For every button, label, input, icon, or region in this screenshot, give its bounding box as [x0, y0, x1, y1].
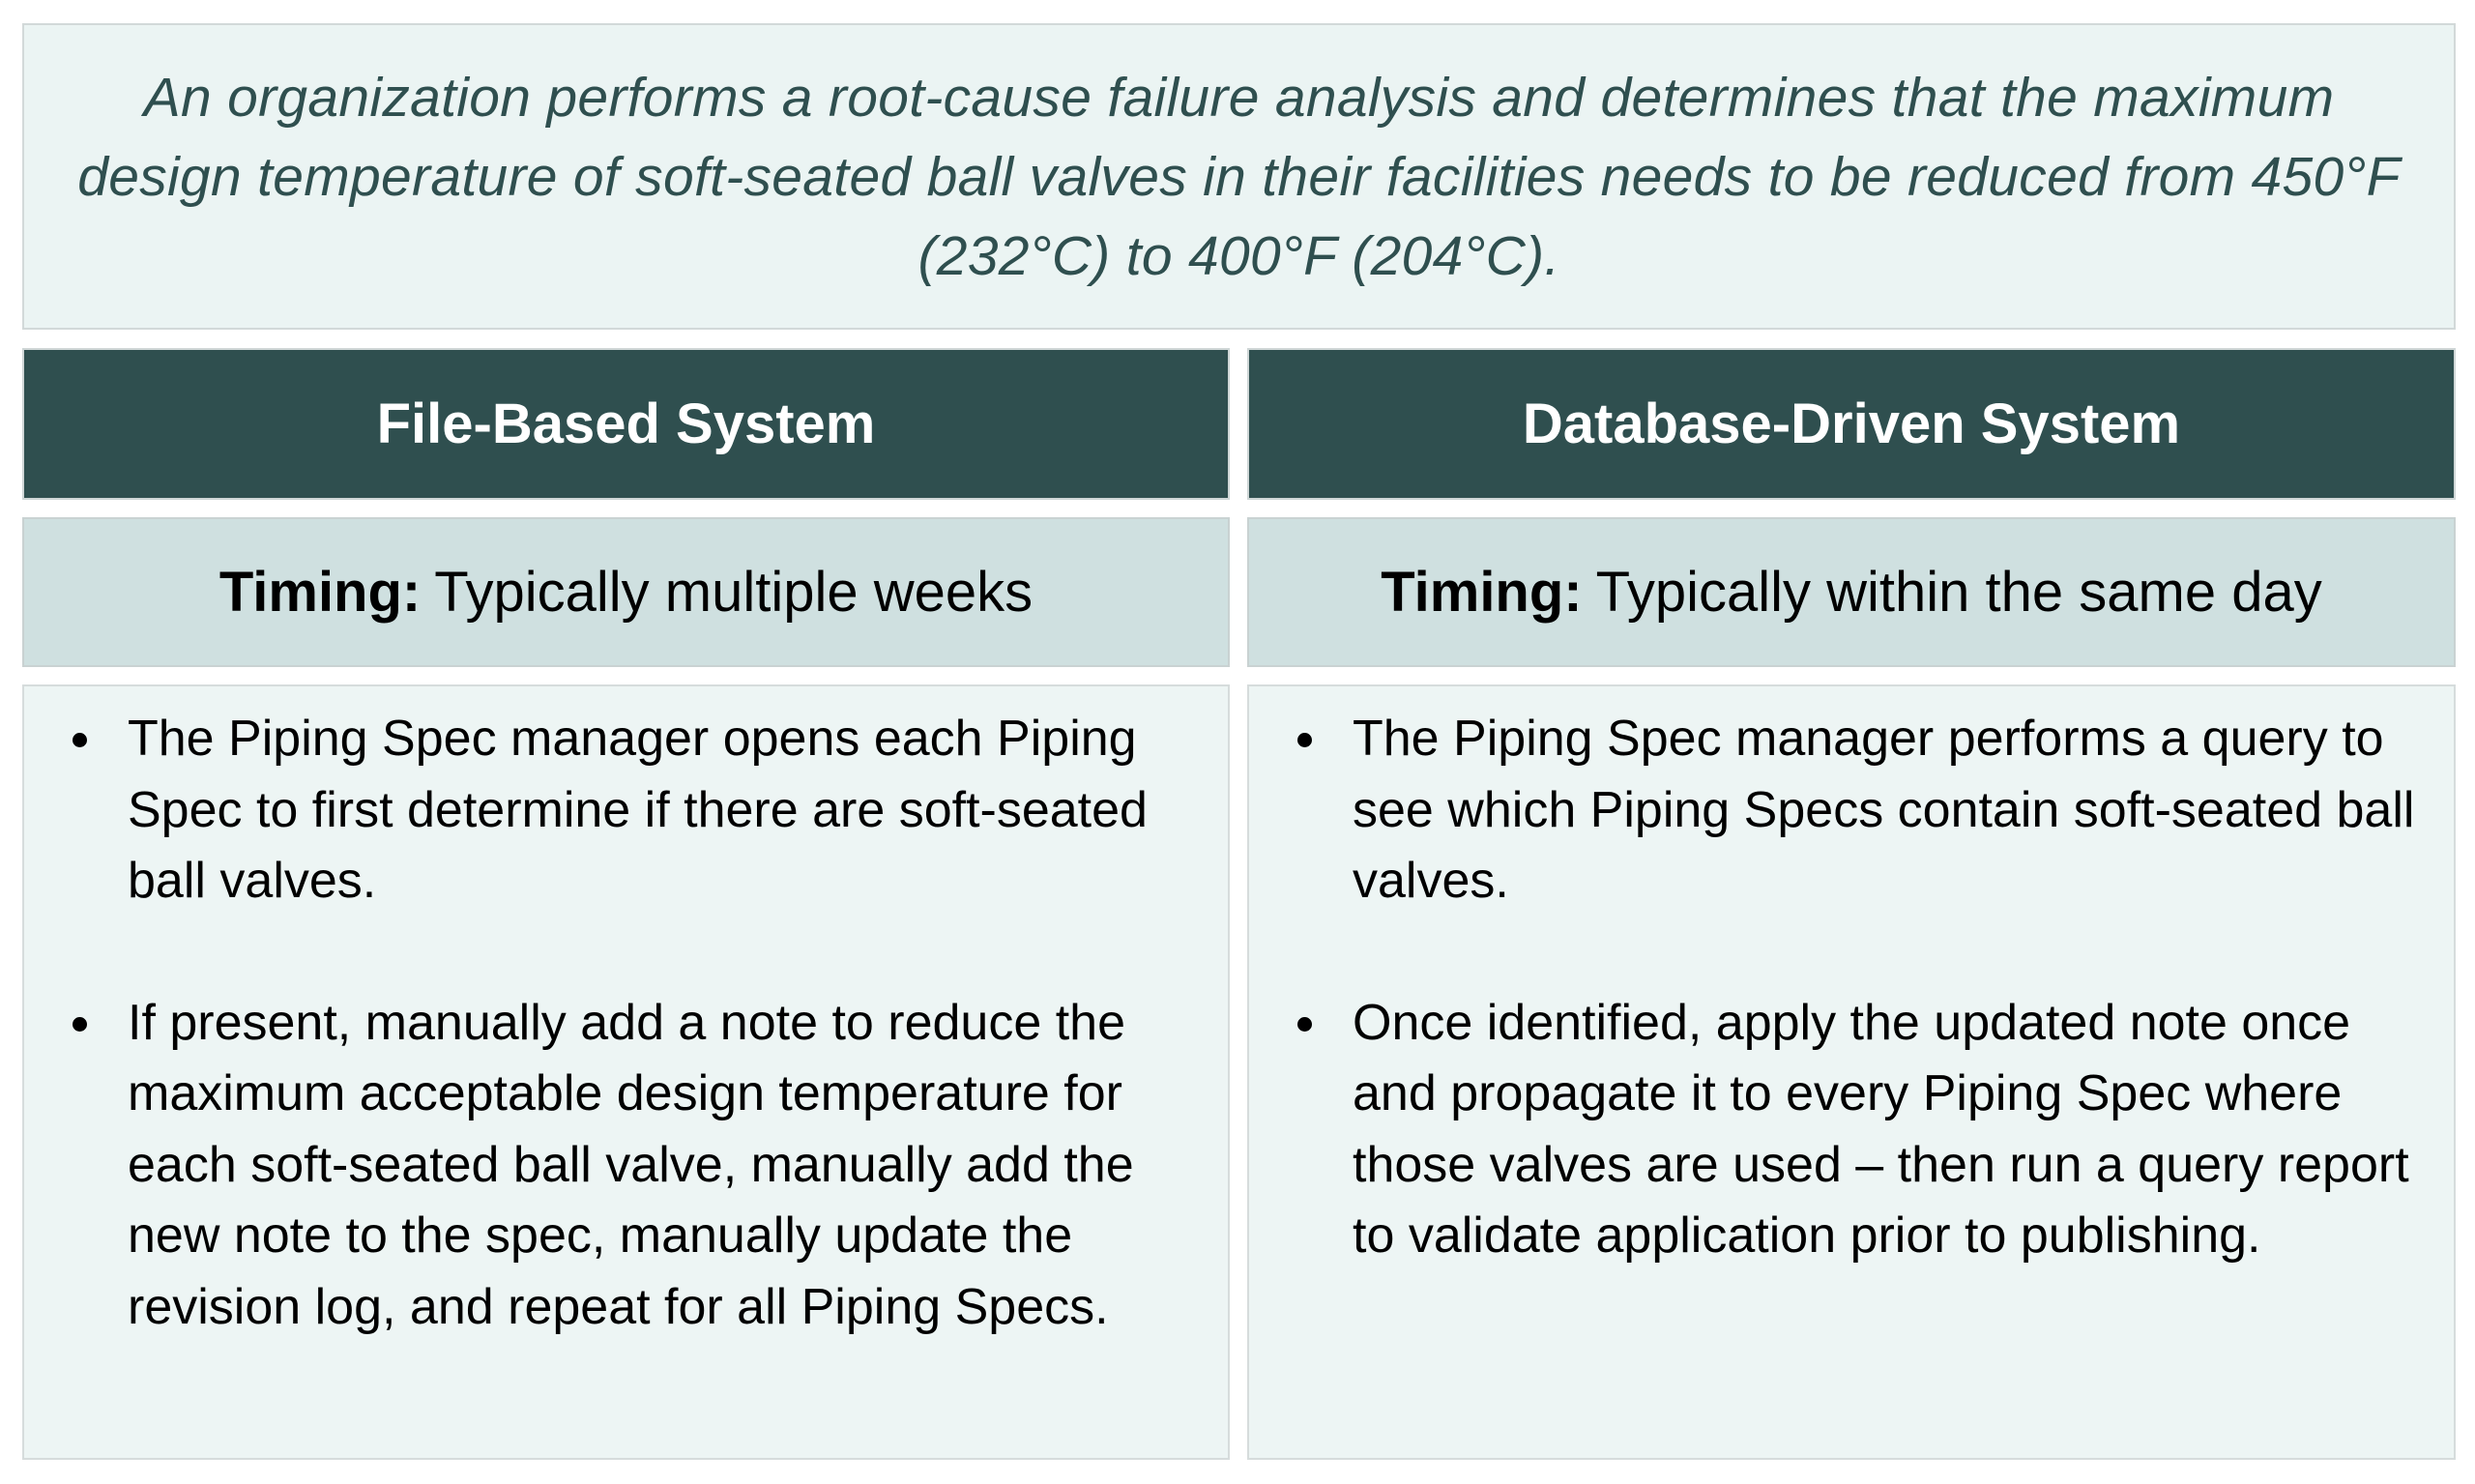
bullet-text: The Piping Spec manager performs a query… [1353, 711, 2415, 909]
list-item: Once identified, apply the updated note … [1249, 988, 2415, 1272]
column-header: File-Based System [22, 348, 1230, 500]
bullet-text: The Piping Spec manager opens each Pipin… [128, 711, 1148, 909]
bullet-text: Once identified, apply the updated note … [1353, 994, 2409, 1265]
bullet-icon [73, 1016, 87, 1032]
list-item: The Piping Spec manager performs a query… [1249, 704, 2415, 917]
timing-row: Timing: Typically multiple weeks [22, 517, 1230, 667]
timing-value: Typically within the same day [1595, 561, 2322, 624]
column-title: Database-Driven System [1522, 393, 2181, 455]
column-body: The Piping Spec manager opens each Pipin… [22, 684, 1230, 1460]
scenario-box: An organization performs a root-cause fa… [22, 23, 2456, 330]
timing-label: Timing: [1381, 561, 1583, 624]
column-title: File-Based System [376, 393, 876, 455]
bullet-icon [1297, 1016, 1312, 1032]
timing-row: Timing: Typically within the same day [1247, 517, 2456, 667]
column-body: The Piping Spec manager performs a query… [1247, 684, 2456, 1460]
bullet-icon [1297, 733, 1312, 747]
list-item: The Piping Spec manager opens each Pipin… [24, 704, 1189, 917]
bullet-text: If present, manually add a note to reduc… [128, 994, 1134, 1335]
timing-value: Typically multiple weeks [434, 561, 1034, 624]
column-header: Database-Driven System [1247, 348, 2456, 500]
timing-label: Timing: [218, 561, 422, 624]
bullet-icon [73, 733, 87, 747]
bullet-list: The Piping Spec manager performs a query… [1249, 704, 2415, 1272]
bullet-list: The Piping Spec manager opens each Pipin… [24, 704, 1189, 1343]
scenario-text: An organization performs a root-cause fa… [77, 66, 2401, 287]
list-item: If present, manually add a note to reduc… [24, 988, 1189, 1344]
